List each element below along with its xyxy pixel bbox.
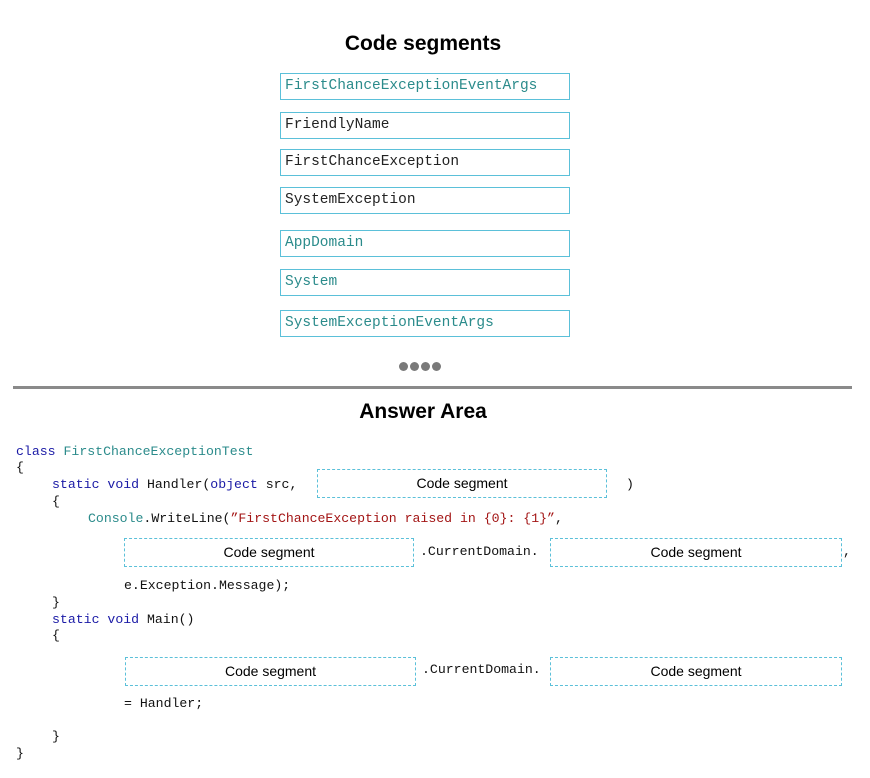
drop-target-main-event[interactable]: Code segment <box>550 657 842 686</box>
drop-target-handler-param-type[interactable]: Code segment <box>317 469 607 498</box>
code-exception-message: e.Exception.Message); <box>124 578 291 593</box>
keyword-void: void <box>107 612 140 627</box>
code-assign-handler: = Handler; <box>124 696 204 711</box>
code-main-signature: static void Main() <box>52 612 194 628</box>
class-name: FirstChanceExceptionTest <box>63 444 254 459</box>
code-current-domain: .CurrentDomain. <box>420 544 539 559</box>
code-brace-close: } <box>52 729 60 744</box>
dot <box>421 362 430 371</box>
keyword-void: void <box>107 477 140 492</box>
handler-name: Handler( <box>146 477 211 492</box>
keyword-static: static <box>52 612 100 627</box>
keyword-static: static <box>52 477 100 492</box>
more-dots-indicator[interactable] <box>399 362 441 371</box>
console-type: Console <box>88 511 144 526</box>
code-brace-close: } <box>52 595 60 610</box>
code-current-domain: .CurrentDomain. <box>422 662 541 677</box>
keyword-class: class <box>16 444 56 459</box>
dot <box>432 362 441 371</box>
writeline-call: .WriteLine( <box>143 511 231 526</box>
code-brace-open: { <box>16 460 24 475</box>
param-src: src, <box>265 477 298 492</box>
comma: , <box>554 511 563 526</box>
code-trailing-comma: , <box>843 544 851 559</box>
code-class-declaration: class FirstChanceExceptionTest <box>16 444 253 460</box>
segment-app-domain[interactable]: AppDomain <box>280 230 570 257</box>
segment-first-chance-exception-event-args[interactable]: FirstChanceExceptionEventArgs <box>280 73 570 100</box>
drop-target-writeline-member[interactable]: Code segment <box>550 538 842 567</box>
segment-system-exception-event-args[interactable]: SystemExceptionEventArgs <box>280 310 570 337</box>
keyword-object: object <box>210 477 258 492</box>
segment-friendly-name[interactable]: FriendlyName <box>280 112 570 139</box>
code-brace-open: { <box>52 628 60 643</box>
code-brace-close: } <box>16 746 24 761</box>
code-handler-close-paren: ) <box>626 477 634 492</box>
drop-target-main-type[interactable]: Code segment <box>125 657 416 686</box>
dot <box>410 362 419 371</box>
segment-system[interactable]: System <box>280 269 570 296</box>
main-name: Main() <box>146 612 195 627</box>
format-string: ”FirstChanceException raised in {0}: {1}… <box>230 511 555 526</box>
segment-first-chance-exception[interactable]: FirstChanceException <box>280 149 570 176</box>
code-segments-title: Code segments <box>344 32 502 55</box>
answer-area-title: Answer Area <box>359 400 487 423</box>
section-divider <box>13 386 852 389</box>
drop-target-writeline-type[interactable]: Code segment <box>124 538 414 567</box>
dot <box>399 362 408 371</box>
code-brace-open: { <box>52 494 60 509</box>
segment-system-exception[interactable]: SystemException <box>280 187 570 214</box>
code-writeline: Console.WriteLine(”FirstChanceException … <box>88 511 563 527</box>
code-handler-signature: static void Handler(object src, <box>52 477 297 493</box>
